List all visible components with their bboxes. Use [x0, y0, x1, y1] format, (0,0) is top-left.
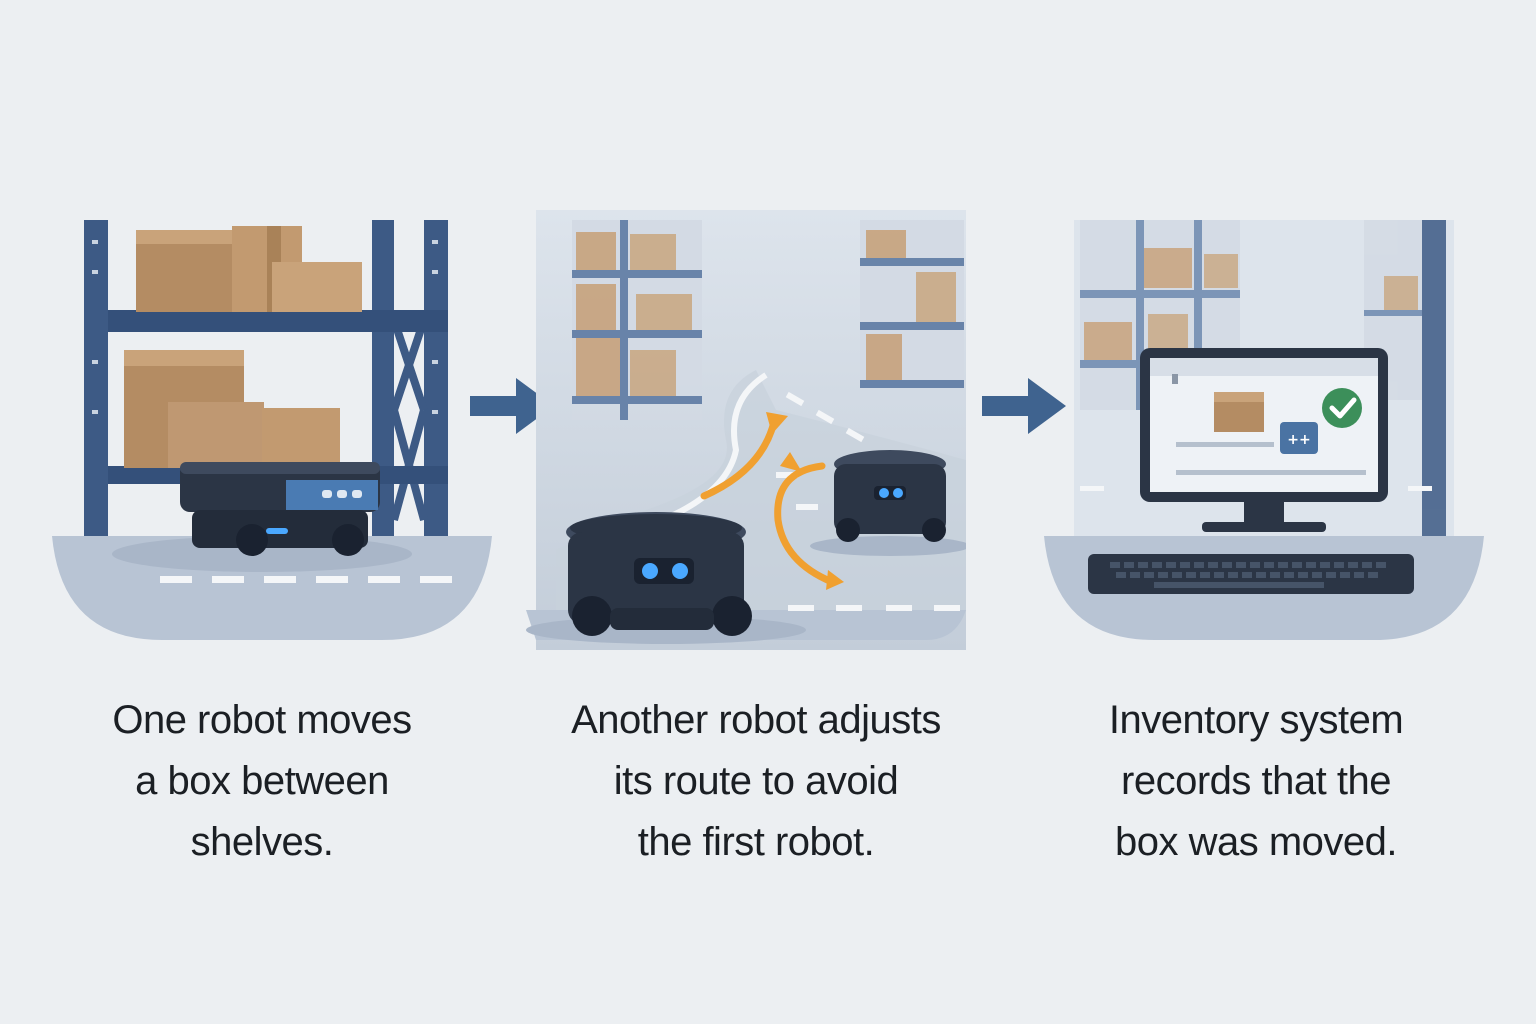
- background-shelves: [572, 220, 964, 420]
- check-icon: [1322, 388, 1362, 428]
- caption-line: Another robot adjusts: [571, 698, 941, 742]
- step-1-caption: One robot moves a box between shelves.: [62, 690, 462, 873]
- first-robot: [526, 512, 806, 644]
- boxes: [124, 226, 362, 468]
- step-3-illustration: ++: [1044, 210, 1484, 650]
- step-1-illustration: [52, 210, 492, 650]
- second-robot: [810, 450, 966, 556]
- caption-line: the first robot.: [637, 820, 875, 864]
- carrier-robot: [112, 462, 412, 572]
- right-arrow-icon: [982, 378, 1068, 434]
- step-2-illustration: [526, 210, 966, 650]
- caption-line: box was moved.: [1114, 820, 1398, 864]
- caption-line: records that the: [1121, 759, 1391, 803]
- svg-text:++: ++: [1287, 432, 1310, 448]
- step-2-caption: Another robot adjusts its route to avoid…: [536, 690, 976, 873]
- caption-line: Inventory system: [1108, 698, 1404, 742]
- computer-monitor: ++: [1140, 348, 1388, 532]
- lane-dashes: [776, 391, 960, 611]
- caption-line: a box between: [135, 759, 389, 803]
- floor-dashes: [160, 576, 452, 583]
- right-arrow-icon: [470, 378, 556, 434]
- caption-line: its route to avoid: [613, 759, 899, 803]
- reroute-arrow-icons: [700, 418, 836, 586]
- step-3-caption: Inventory system records that the box wa…: [1046, 690, 1466, 873]
- caption-line: shelves.: [190, 820, 334, 864]
- caption-line: One robot moves: [112, 698, 412, 742]
- keyboard: [1088, 554, 1414, 594]
- plus-plus-icon: [1280, 422, 1318, 454]
- shelf-rack: [84, 220, 448, 536]
